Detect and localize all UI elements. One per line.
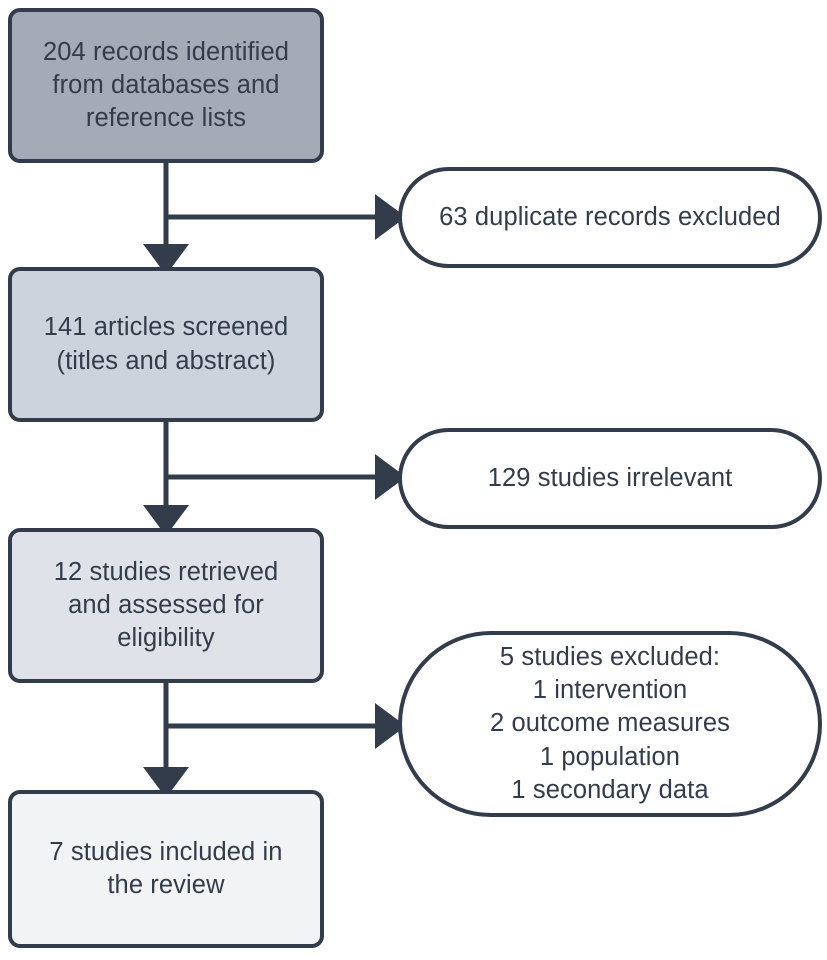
node-duplicates-excluded[interactable]: 63 duplicate records excluded: [398, 167, 822, 268]
node-duplicates-excluded-label: 63 duplicate records excluded: [439, 202, 781, 231]
node-studies-excluded-reasons-label: 5 studies excluded: 1 intervention 2 out…: [490, 643, 730, 804]
node-articles-screened-label: 141 articles screened (titles and abstra…: [43, 313, 289, 375]
node-studies-excluded-reasons[interactable]: 5 studies excluded: 1 intervention 2 out…: [398, 631, 822, 817]
node-records-identified-label: 204 records identified from databases an…: [42, 37, 290, 133]
node-records-identified[interactable]: 204 records identified from databases an…: [8, 8, 324, 163]
node-articles-screened[interactable]: 141 articles screened (titles and abstra…: [8, 267, 324, 422]
node-studies-retrieved-label: 12 studies retrieved and assessed for el…: [53, 557, 279, 653]
node-studies-included-label: 7 studies included in the review: [49, 837, 283, 899]
node-studies-included[interactable]: 7 studies included in the review: [8, 790, 324, 948]
node-studies-irrelevant-label: 129 studies irrelevant: [487, 463, 733, 492]
node-studies-retrieved[interactable]: 12 studies retrieved and assessed for el…: [8, 528, 324, 683]
node-studies-irrelevant[interactable]: 129 studies irrelevant: [398, 428, 822, 529]
